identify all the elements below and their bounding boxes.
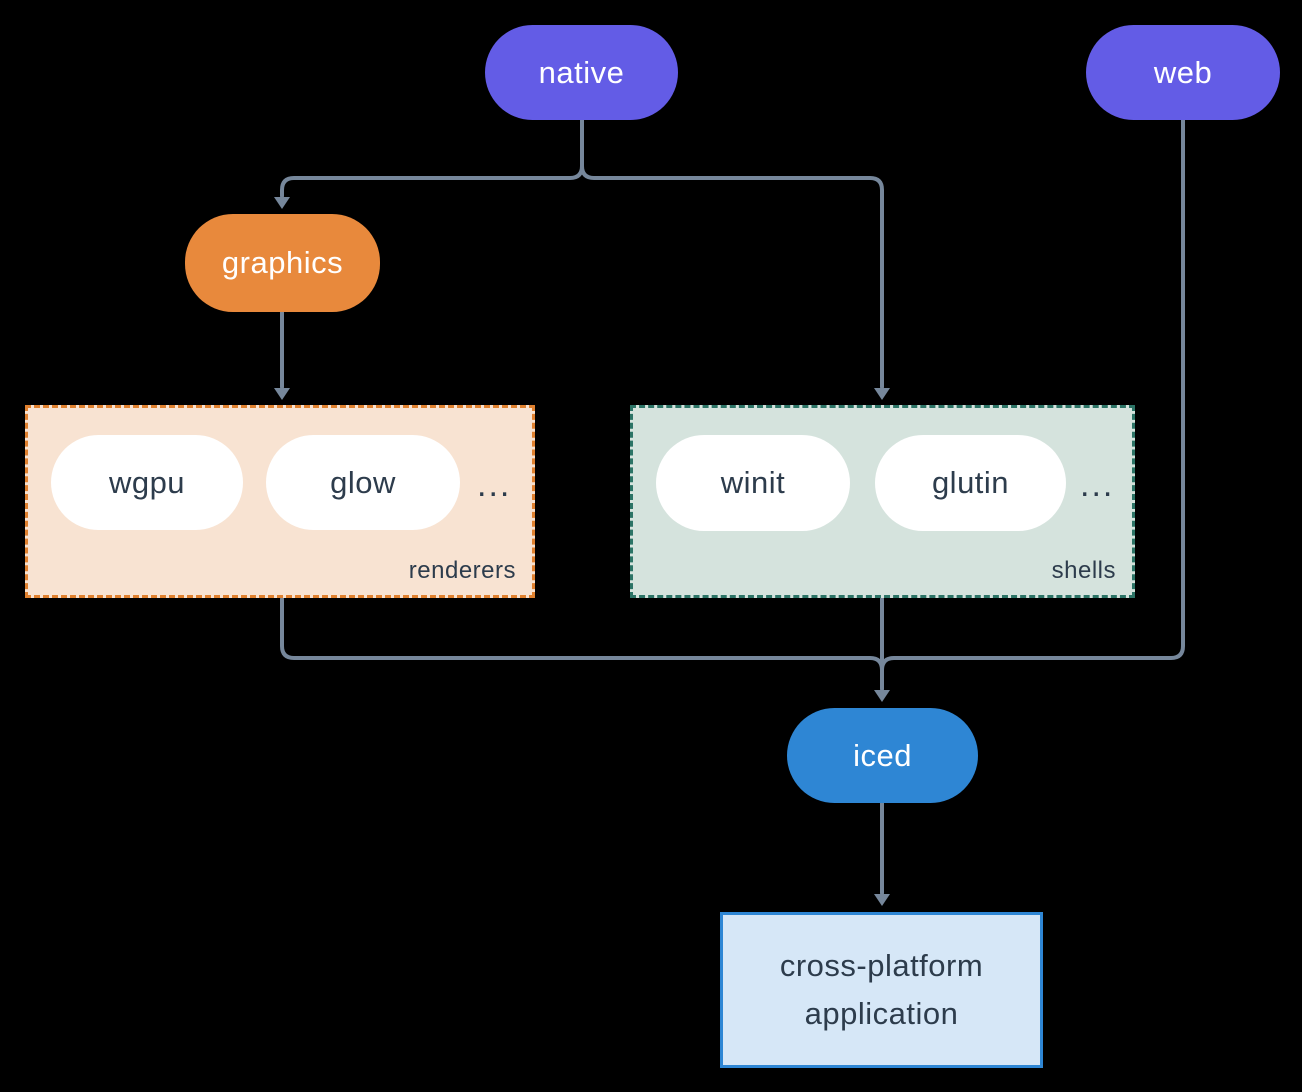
node-web: web <box>1086 25 1280 120</box>
node-glow: glow <box>266 435 460 530</box>
edge-native-graphics <box>280 118 584 198</box>
shells-ellipsis: ... <box>1080 466 1115 504</box>
arrowhead-renderers <box>274 388 290 400</box>
arrowhead-graphics <box>274 197 290 209</box>
app-label-line2: application <box>804 996 959 1031</box>
edge-renderers-iced <box>280 597 884 672</box>
node-native: native <box>485 25 678 120</box>
node-graphics: graphics <box>185 214 380 312</box>
node-wgpu: wgpu <box>51 435 243 530</box>
node-glutin: glutin <box>875 435 1066 531</box>
shells-label: shells <box>1051 557 1116 584</box>
renderers-ellipsis: ... <box>477 466 512 504</box>
arrowhead-app <box>874 894 890 906</box>
renderers-label: renderers <box>408 557 516 584</box>
edge-native-shells <box>580 118 884 389</box>
arrowhead-iced <box>874 690 890 702</box>
node-iced: iced <box>787 708 978 803</box>
arrowhead-shells <box>874 388 890 400</box>
group-renderers: wgpu glow ... renderers <box>25 405 535 598</box>
node-winit: winit <box>656 435 850 531</box>
node-cross-platform-application: cross-platform application <box>720 912 1043 1068</box>
group-shells: winit glutin ... shells <box>630 405 1135 598</box>
app-label-line1: cross-platform <box>779 948 984 983</box>
